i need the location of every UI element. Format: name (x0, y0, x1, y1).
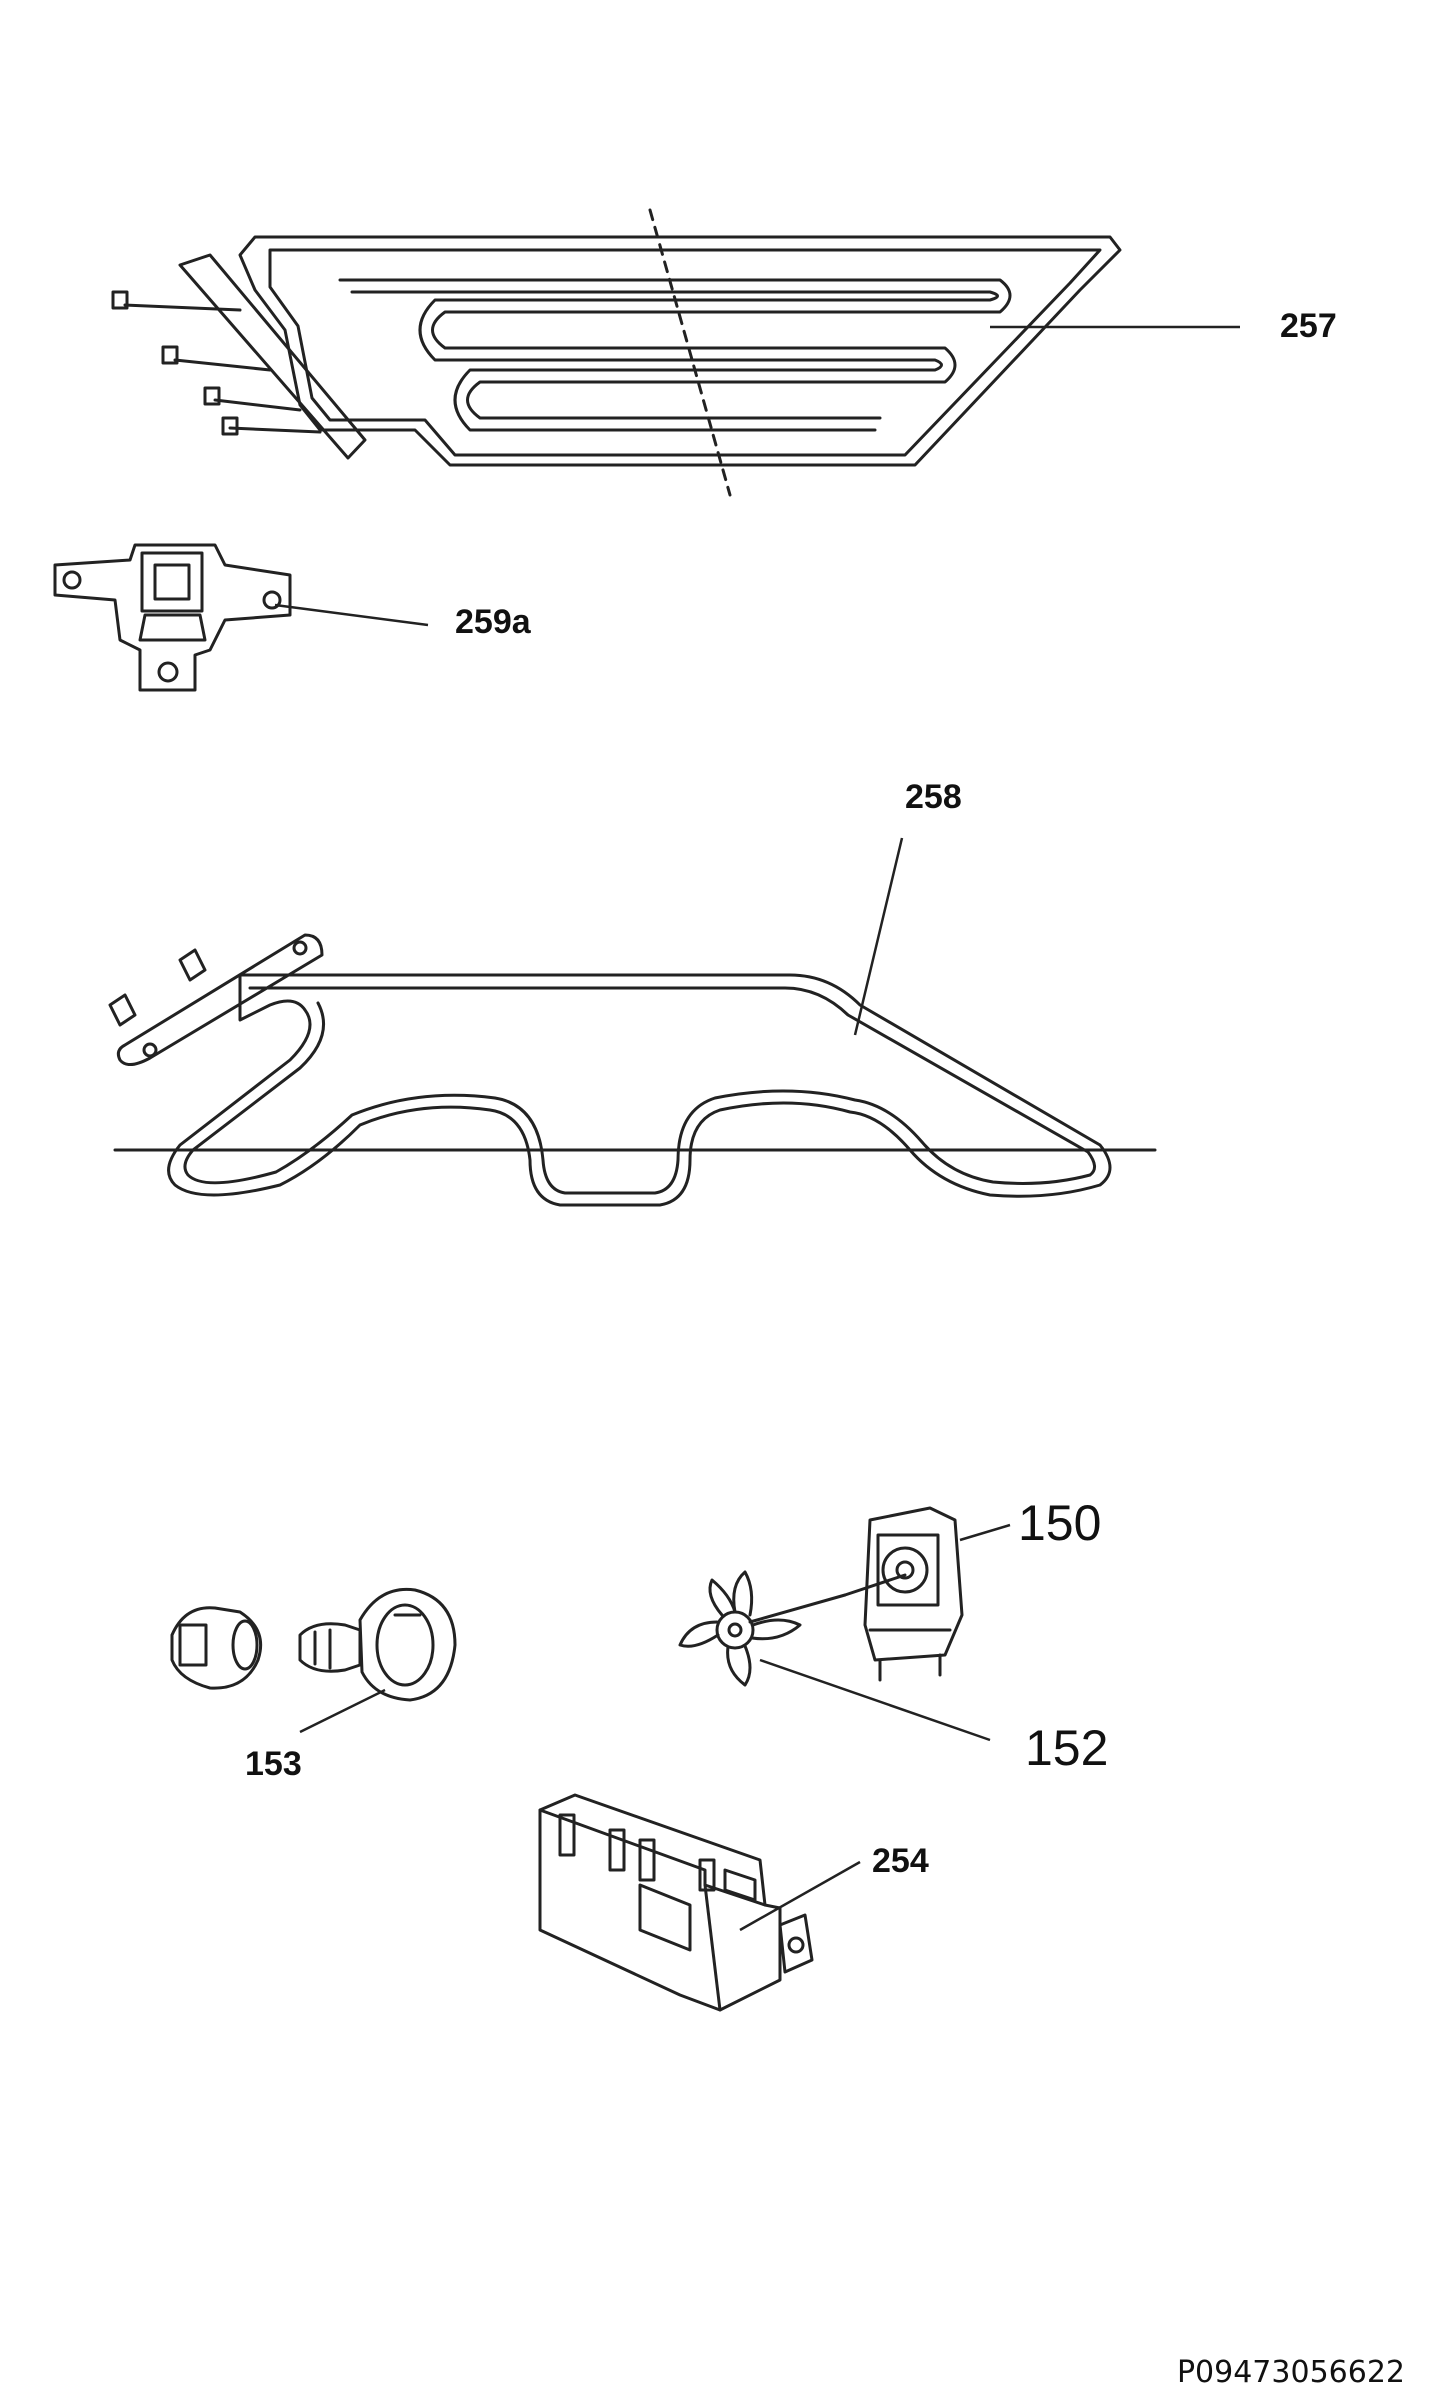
part-258-bottom-heating-element (108, 933, 1157, 1207)
callout-150: 150 (1018, 1495, 1101, 1551)
callout-152: 152 (1025, 1720, 1108, 1776)
leader-259a (274, 603, 429, 627)
leader-258 (853, 837, 904, 1036)
document-code: P09473056622 (1176, 2355, 1405, 2390)
callout-153: 153 (245, 1745, 302, 1783)
part-150-fan-motor (843, 1506, 964, 1682)
part-259a-thermostat (53, 543, 292, 692)
leader-150 (959, 1523, 1011, 1542)
callout-258: 258 (905, 778, 962, 816)
part-152-fan-blade (678, 1570, 847, 1687)
part-257-top-heating-element (111, 208, 1122, 497)
leader-152 (759, 1658, 991, 1742)
leader-153 (299, 1688, 386, 1734)
part-153-oven-lamp (170, 1587, 457, 1702)
callout-259a: 259a (455, 603, 532, 641)
part-254-ignition-generator (538, 1793, 814, 2012)
callout-254: 254 (872, 1842, 929, 1880)
leader-254 (739, 1860, 861, 1932)
callout-257: 257 (1280, 307, 1337, 345)
